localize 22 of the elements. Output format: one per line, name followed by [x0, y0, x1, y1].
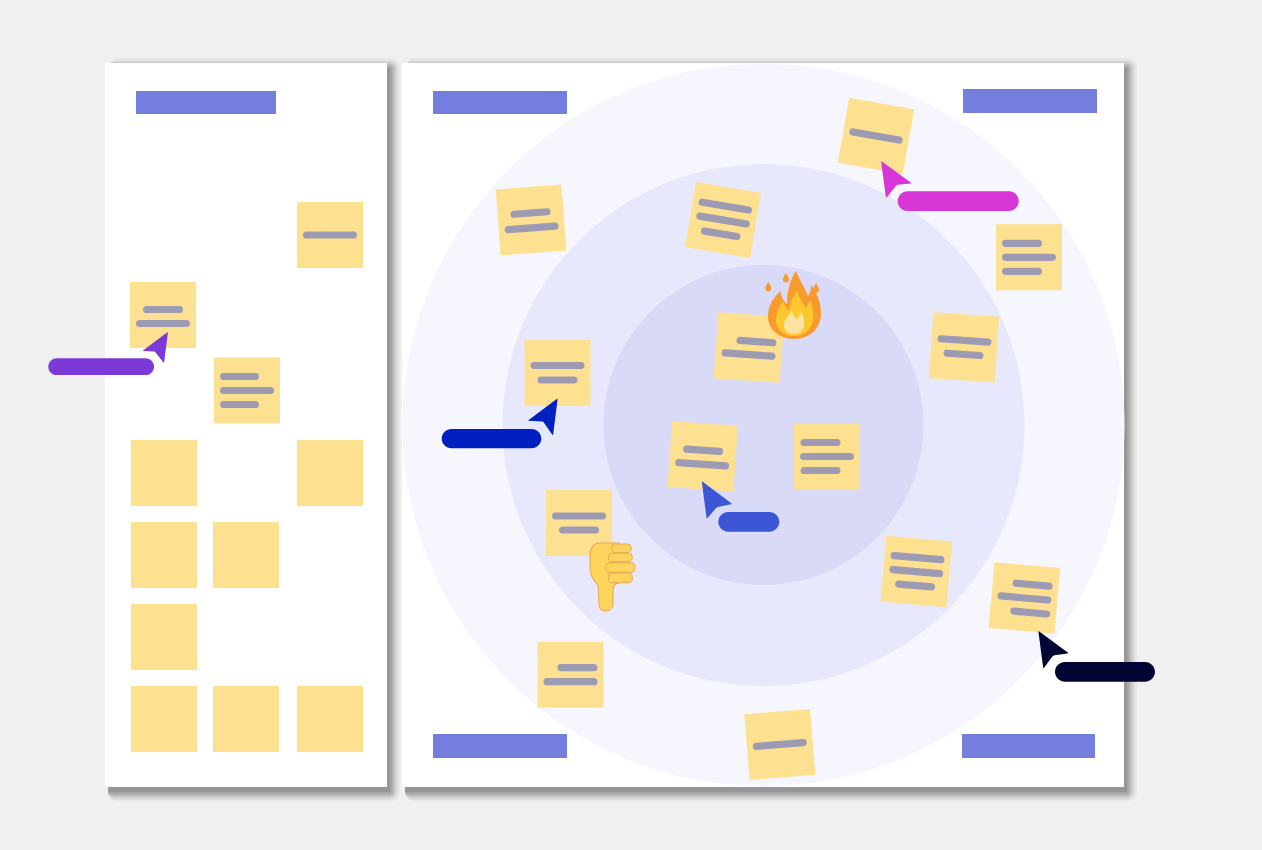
- sticky-note: [667, 421, 738, 492]
- sticky-note: [685, 182, 761, 258]
- sticky-note: [495, 184, 567, 256]
- sticky-note: [131, 686, 197, 752]
- sticky-note: [837, 97, 915, 175]
- sticky-note: [297, 686, 363, 752]
- heading-bar: [433, 91, 567, 114]
- sticky-note: [213, 522, 279, 588]
- sticky-note: [297, 440, 363, 506]
- sticky-note: [928, 312, 1000, 383]
- sticky-note: [713, 312, 785, 383]
- sticky-note: [988, 562, 1061, 634]
- heading-bar: [433, 734, 567, 758]
- sticky-note: [213, 686, 279, 752]
- sticky-note: [131, 604, 197, 670]
- sticky-note: [131, 440, 197, 506]
- heading-bar: [962, 734, 1095, 758]
- sticky-note: [880, 535, 953, 608]
- sticky-note: [131, 522, 197, 588]
- heading-bar: [963, 89, 1097, 113]
- heading-bar: [136, 91, 276, 114]
- sticky-note: [744, 708, 816, 780]
